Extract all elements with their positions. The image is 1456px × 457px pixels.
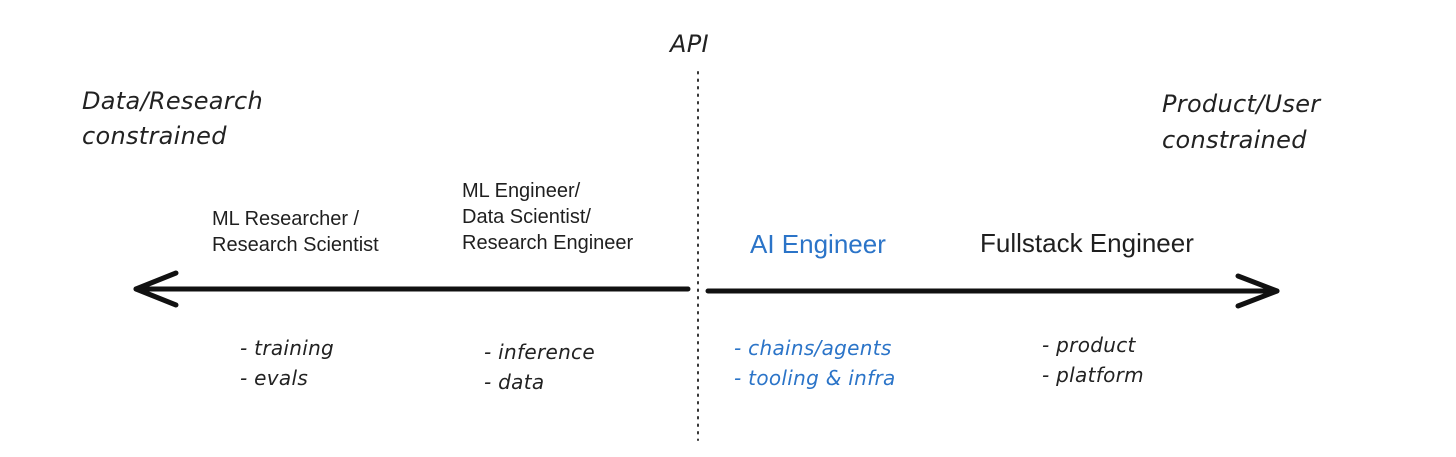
role-title-fullstack-engineer: Fullstack Engineer	[980, 227, 1194, 261]
task-item: - evals	[240, 366, 309, 390]
right-pole-line: Product/User	[1162, 90, 1321, 118]
right-pole-line: constrained	[1162, 126, 1307, 154]
role-title-line: AI Engineer	[750, 229, 886, 259]
task-item: - training	[240, 336, 335, 360]
role-title-line: ML Researcher /	[212, 208, 360, 230]
task-item: - product	[1042, 333, 1136, 357]
task-item: - platform	[1042, 363, 1144, 387]
left-pole-label: Data/Research constrained	[82, 84, 263, 154]
task-list-ml-engineer: - inference - data	[484, 337, 595, 397]
api-label: API	[670, 30, 709, 58]
role-title-ai-engineer: AI Engineer	[750, 228, 886, 262]
left-pole-line: Data/Research	[82, 87, 263, 115]
role-title-line: ML Engineer/	[462, 180, 581, 202]
role-title-ml-engineer: ML Engineer/ Data Scientist/ Research En…	[462, 178, 633, 256]
right-pole-label: Product/User constrained	[1162, 86, 1320, 158]
role-title-line: Research Engineer	[462, 232, 634, 254]
task-item: - chains/agents	[734, 336, 892, 360]
task-list-fullstack-engineer: - product - platform	[1042, 330, 1144, 390]
left-pole-line: constrained	[82, 122, 227, 150]
role-title-line: Data Scientist/	[462, 206, 591, 228]
right-arrowhead-icon	[1235, 273, 1280, 309]
task-list-ai-engineer: - chains/agents - tooling & infra	[734, 333, 896, 393]
role-title-line: Fullstack Engineer	[980, 228, 1194, 258]
task-item: - inference	[484, 340, 595, 364]
left-arrowhead-icon	[133, 270, 179, 308]
task-list-ml-researcher: - training - evals	[240, 333, 334, 393]
task-item: - data	[484, 370, 545, 394]
role-title-line: Research Scientist	[212, 234, 379, 256]
role-title-ml-researcher: ML Researcher / Research Scientist	[212, 206, 379, 258]
task-item: - tooling & infra	[734, 366, 896, 390]
